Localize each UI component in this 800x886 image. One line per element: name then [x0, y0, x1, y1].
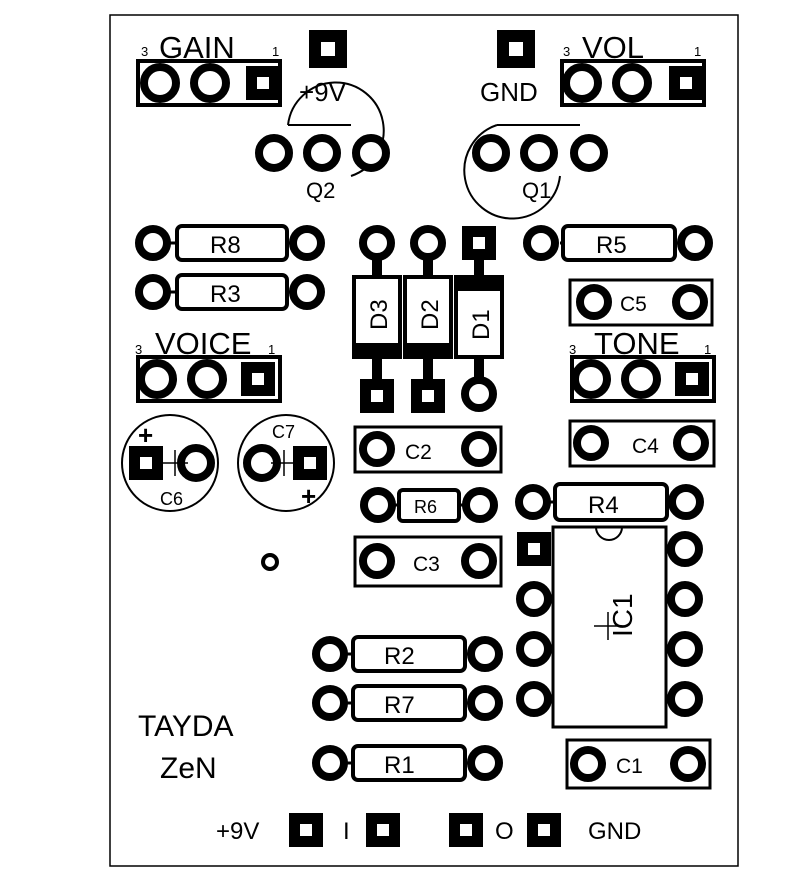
c2-label: C2 — [405, 441, 432, 464]
tone-pin3-label: 3 — [569, 342, 576, 357]
c4-label: C4 — [632, 435, 659, 458]
diode-d3: D3 — [352, 225, 402, 413]
top-vplus-pad: +9V — [299, 30, 347, 107]
tone-pin1-label: 1 — [704, 342, 711, 357]
gain-pin1-label: 1 — [272, 44, 279, 59]
resistor-r5: R5 — [523, 224, 713, 262]
capacitor-c6: + C6 — [121, 414, 219, 512]
resistor-r1: R1 — [312, 744, 503, 782]
vol-pin3-label: 3 — [563, 44, 570, 59]
c7-polarity: + — [301, 481, 316, 511]
mounting-hole — [261, 553, 279, 571]
diode-d2: D2 — [403, 225, 453, 413]
brand-tayda: TAYDA — [138, 710, 234, 743]
voice-label: VOICE — [155, 326, 251, 361]
c6-polarity: + — [138, 420, 153, 450]
gain-pot: 3 GAIN 1 — [136, 30, 282, 107]
r8-label: R8 — [210, 232, 241, 259]
tone-label: TONE — [594, 326, 680, 361]
vol-pin1-label: 1 — [694, 44, 701, 59]
transistor-q2: Q2 — [255, 81, 390, 203]
gain-pin3-label: 3 — [141, 44, 148, 59]
capacitor-c4: C4 — [568, 419, 716, 468]
ic1-label: IC1 — [607, 593, 638, 637]
r1-label: R1 — [384, 752, 415, 779]
bottom-io-header: +9V I O GND — [216, 813, 641, 847]
voice-pin3-label: 3 — [135, 342, 142, 357]
board-outline — [109, 14, 739, 867]
resistor-r2: R2 — [312, 635, 503, 673]
diode-d1: D1 — [454, 226, 504, 412]
r2-label: R2 — [384, 643, 415, 670]
capacitor-c2: C2 — [353, 425, 503, 474]
top-gnd-label: GND — [480, 77, 538, 107]
capacitor-c3: C3 — [353, 535, 503, 588]
resistor-r8: R8 — [135, 224, 325, 262]
capacitor-c7: C7 + — [237, 414, 335, 512]
c1-label: C1 — [616, 755, 643, 778]
ic1-dip8: IC1 — [516, 525, 703, 729]
d2-label: D2 — [417, 299, 444, 330]
vol-label: VOL — [582, 30, 644, 65]
resistor-r6: R6 — [360, 487, 498, 523]
r7-label: R7 — [384, 692, 415, 719]
d3-label: D3 — [366, 299, 393, 330]
bottom-input-label: I — [343, 818, 350, 845]
bottom-gnd-label: GND — [588, 818, 641, 845]
d1-label: D1 — [468, 309, 495, 340]
c3-label: C3 — [413, 553, 440, 576]
bottom-output-label: O — [495, 818, 514, 845]
r4-label: R4 — [588, 492, 619, 519]
q1-label: Q1 — [522, 178, 551, 203]
resistor-r3: R3 — [135, 273, 325, 311]
c6-label: C6 — [160, 489, 183, 509]
r6-label: R6 — [414, 497, 437, 517]
bottom-vplus-label: +9V — [216, 818, 259, 845]
r3-label: R3 — [210, 281, 241, 308]
top-gnd-pad: GND — [480, 30, 538, 107]
resistor-r7: R7 — [312, 684, 503, 722]
voice-pin1-label: 1 — [268, 342, 275, 357]
capacitor-c1: C1 — [565, 738, 712, 790]
transistor-q1: Q1 — [463, 124, 608, 220]
resistor-r4: R4 — [515, 482, 704, 522]
c7-label: C7 — [272, 422, 295, 442]
c5-label: C5 — [620, 293, 647, 316]
tone-pot: 3 TONE 1 — [569, 326, 716, 403]
brand-zen: ZeN — [160, 752, 217, 785]
voice-pot: 3 VOICE 1 — [135, 326, 282, 403]
gain-label: GAIN — [159, 30, 235, 65]
capacitor-c5: C5 — [568, 278, 714, 327]
vol-pot: 3 VOL 1 — [560, 30, 706, 107]
q2-label: Q2 — [306, 178, 335, 203]
r5-label: R5 — [596, 232, 627, 259]
